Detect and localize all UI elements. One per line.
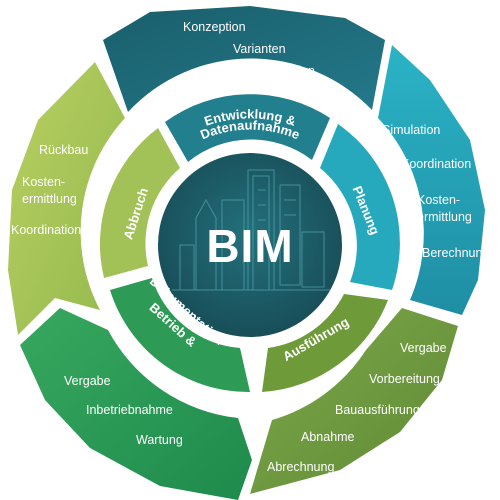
item-planung-3: Berechnung <box>422 246 489 260</box>
outer-ring <box>8 6 485 500</box>
inner-segment-entwicklung <box>165 94 330 162</box>
skyline-icon <box>172 169 330 291</box>
inner-segment-abbruch <box>99 128 180 278</box>
item-ausfuehrung-3: Abnahme <box>301 430 355 444</box>
item-planung-1: Koordination <box>401 157 471 171</box>
item-ausfuehrung-2: Bauausführung <box>335 403 420 417</box>
item-entwicklung-0: Konzeption <box>183 20 246 34</box>
item-ausfuehrung-1: Vorbereitung <box>369 372 440 386</box>
center-label: BIM <box>206 220 293 272</box>
inner-segment-ausfuehrung <box>262 294 388 392</box>
outer-segment-abbruch <box>8 62 125 335</box>
outer-segment-ausfuehrung <box>250 308 458 494</box>
item-planung-2: Kosten-ermittlung <box>417 193 472 224</box>
outer-items: Konzeption Varianten Design Simulation K… <box>11 20 489 474</box>
item-betrieb-0: Vergabe <box>64 374 111 388</box>
outer-segment-betrieb <box>20 308 252 500</box>
inner-segment-planung <box>320 124 400 290</box>
item-ausfuehrung-0: Vergabe <box>400 341 447 355</box>
item-entwicklung-1: Varianten <box>233 42 286 56</box>
item-betrieb-1: Inbetriebnahme <box>86 403 173 417</box>
phase-label-entwicklung-line1: Entwicklung & <box>202 106 297 128</box>
item-abbruch-0: Rückbau <box>39 143 88 157</box>
center-disc <box>158 153 342 337</box>
item-entwicklung-2: Design <box>276 64 315 78</box>
item-ausfuehrung-4: Abrechnung <box>267 460 334 474</box>
outer-segment-entwicklung <box>103 6 385 112</box>
item-abbruch-1: Kosten-ermittlung <box>22 175 77 206</box>
outer-segment-planung <box>378 45 485 315</box>
center-hub: BIM <box>150 145 350 345</box>
inner-segment-betrieb <box>110 278 250 393</box>
item-planung-0: Simulation <box>382 123 440 137</box>
item-abbruch-2: Koordination <box>11 223 81 237</box>
item-betrieb-2: Wartung <box>136 433 183 447</box>
